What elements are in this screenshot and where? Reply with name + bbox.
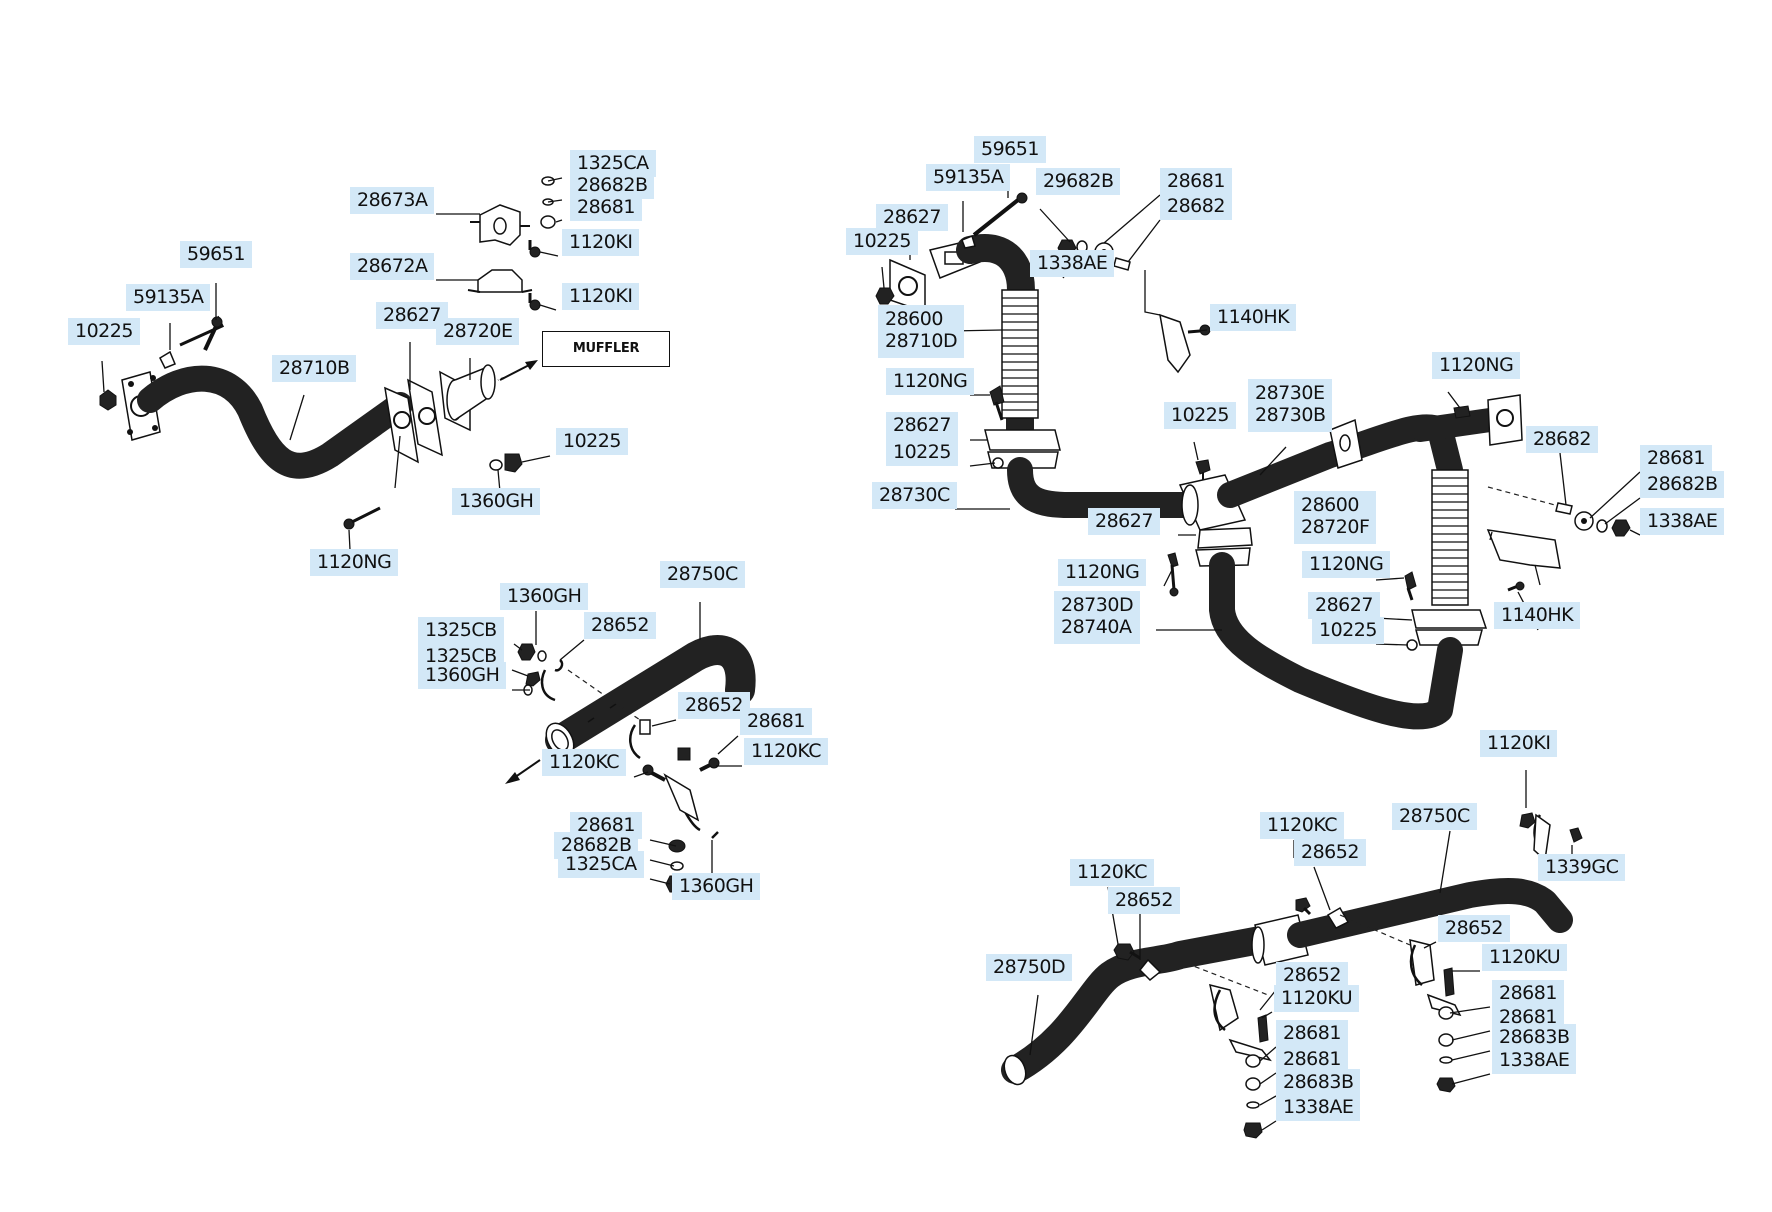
part-label-1120ng[interactable]: 1120NG [310, 549, 399, 576]
part-label-28750c[interactable]: 28750C [1392, 803, 1477, 830]
part-label-59651[interactable]: 59651 [180, 241, 252, 268]
part-label-1120ku[interactable]: 1120KU [1274, 985, 1360, 1012]
part-label-line1: 28730D [1061, 594, 1134, 616]
part-label-1120ku[interactable]: 1120KU [1482, 944, 1568, 971]
part-label-28720e[interactable]: 28720E [436, 318, 520, 345]
part-label-28627[interactable]: 28627 [1088, 508, 1160, 535]
part-label-28682[interactable]: 28682 [1526, 426, 1598, 453]
part-label-28750c[interactable]: 28750C [660, 561, 745, 588]
part-label-28652[interactable]: 28652 [1438, 915, 1510, 942]
flange-right [1487, 394, 1523, 446]
part-label-28681[interactable]: 28681 [1160, 168, 1232, 195]
part-label-10225[interactable]: 10225 [68, 318, 140, 345]
part-label-10225[interactable]: 10225 [886, 439, 958, 466]
part-label-28681[interactable]: 28681 [570, 194, 642, 221]
front-pipe-gasket [384, 386, 419, 464]
part-label-1120kc[interactable]: 1120KC [1070, 859, 1155, 886]
hanger-28672A [477, 269, 523, 293]
part-label-28682b[interactable]: 28682B [1640, 471, 1725, 498]
part-label-1338ae[interactable]: 1338AE [1030, 250, 1115, 277]
part-label-1140hk[interactable]: 1140HK [1494, 602, 1581, 629]
part-label-10225[interactable]: 10225 [556, 428, 628, 455]
part-label-1120ki[interactable]: 1120KI [562, 229, 640, 256]
part-label-10225[interactable]: 10225 [1312, 617, 1384, 644]
part-label-line1: 28730E [1255, 382, 1325, 404]
part-label-28683b[interactable]: 28683B [1276, 1069, 1361, 1096]
part-label-1338ae[interactable]: 1338AE [1276, 1094, 1361, 1121]
part-label-28682[interactable]: 28682 [1160, 193, 1232, 220]
part-label-1325cb[interactable]: 1325CB [418, 617, 504, 644]
part-label-1338ae[interactable]: 1338AE [1640, 508, 1725, 535]
part-label-1338ae[interactable]: 1338AE [1492, 1047, 1577, 1074]
part-label-1360gh[interactable]: 1360GH [452, 488, 541, 515]
part-label-29682b[interactable]: 29682B [1036, 168, 1121, 195]
part-label-28627[interactable]: 28627 [886, 412, 958, 439]
part-label-1120ki[interactable]: 1120KI [562, 283, 640, 310]
flex-section-28600-left [1001, 289, 1039, 419]
part-label-line2: 28730B [1255, 404, 1326, 426]
part-label-28683b[interactable]: 28683B [1492, 1024, 1577, 1051]
part-label-28750d[interactable]: 28750D [986, 954, 1073, 981]
part-label-1120kc[interactable]: 1120KC [744, 738, 829, 765]
part-label-1360gh[interactable]: 1360GH [672, 873, 761, 900]
part-label-1339gc[interactable]: 1339GC [1538, 854, 1626, 881]
bracket-1140HK-right [1486, 529, 1561, 569]
flex-section-28600-right [1431, 469, 1469, 606]
part-label-10225[interactable]: 10225 [1164, 402, 1236, 429]
part-label-1360gh[interactable]: 1360GH [418, 662, 507, 689]
part-label-28681[interactable]: 28681 [1640, 445, 1712, 472]
part-label-28681[interactable]: 28681 [1492, 980, 1564, 1007]
part-label-1120ng[interactable]: 1120NG [1302, 551, 1391, 578]
part-label-28730c[interactable]: 28730C [872, 482, 957, 509]
part-label-28673a[interactable]: 28673A [350, 187, 435, 214]
part-label-1140hk[interactable]: 1140HK [1210, 304, 1297, 331]
part-label-line1: 28600 [885, 308, 943, 330]
leader-lines [101, 176, 1641, 1131]
part-label-28672a[interactable]: 28672A [350, 253, 435, 280]
dual-pipe-group [875, 192, 1631, 730]
part-label-1120ki[interactable]: 1120KI [1480, 730, 1558, 757]
part-label-1120kc[interactable]: 1120KC [542, 749, 627, 776]
hanger-28673A [479, 204, 521, 246]
part-label-10225[interactable]: 10225 [846, 228, 918, 255]
part-label-28627[interactable]: 28627 [376, 302, 448, 329]
tail-pipe-group-right [1001, 812, 1583, 1139]
part-label-28710b[interactable]: 28710B [272, 355, 357, 382]
part-label-28652[interactable]: 28652 [678, 692, 750, 719]
part-label-1360gh[interactable]: 1360GH [500, 583, 589, 610]
part-label-line2: 28710D [885, 330, 958, 352]
part-label-59135a[interactable]: 59135A [126, 284, 211, 311]
part-label-28681[interactable]: 28681 [1276, 1020, 1348, 1047]
part-label-line1: 28600 [1301, 494, 1359, 516]
part-label-line2: 28720F [1301, 516, 1370, 538]
part-label-59135a[interactable]: 59135A [926, 164, 1011, 191]
part-label-28627[interactable]: 28627 [876, 204, 948, 231]
part-label-28652[interactable]: 28652 [1276, 962, 1348, 989]
part-label-1120kc[interactable]: 1120KC [1260, 812, 1345, 839]
part-label-28652[interactable]: 28652 [1294, 839, 1366, 866]
part-label-line2: 28740A [1061, 616, 1132, 638]
part-label-28681[interactable]: 28681 [740, 708, 812, 735]
part-label-1120ng[interactable]: 1120NG [1058, 559, 1147, 586]
part-label-1120ng[interactable]: 1120NG [886, 368, 975, 395]
part-label-28681[interactable]: 28681 [1276, 1046, 1348, 1073]
part-label-59651[interactable]: 59651 [974, 136, 1046, 163]
front-pipe-group [99, 176, 556, 530]
part-label-1325ca[interactable]: 1325CA [558, 851, 644, 878]
part-label-1120ng[interactable]: 1120NG [1432, 352, 1521, 379]
bracket-1140HK-left [1159, 313, 1191, 374]
part-label-28627[interactable]: 28627 [1308, 592, 1380, 619]
muffler-box: MUFFLER [542, 331, 670, 367]
part-label-28652[interactable]: 28652 [584, 612, 656, 639]
part-label-28652[interactable]: 28652 [1108, 887, 1180, 914]
